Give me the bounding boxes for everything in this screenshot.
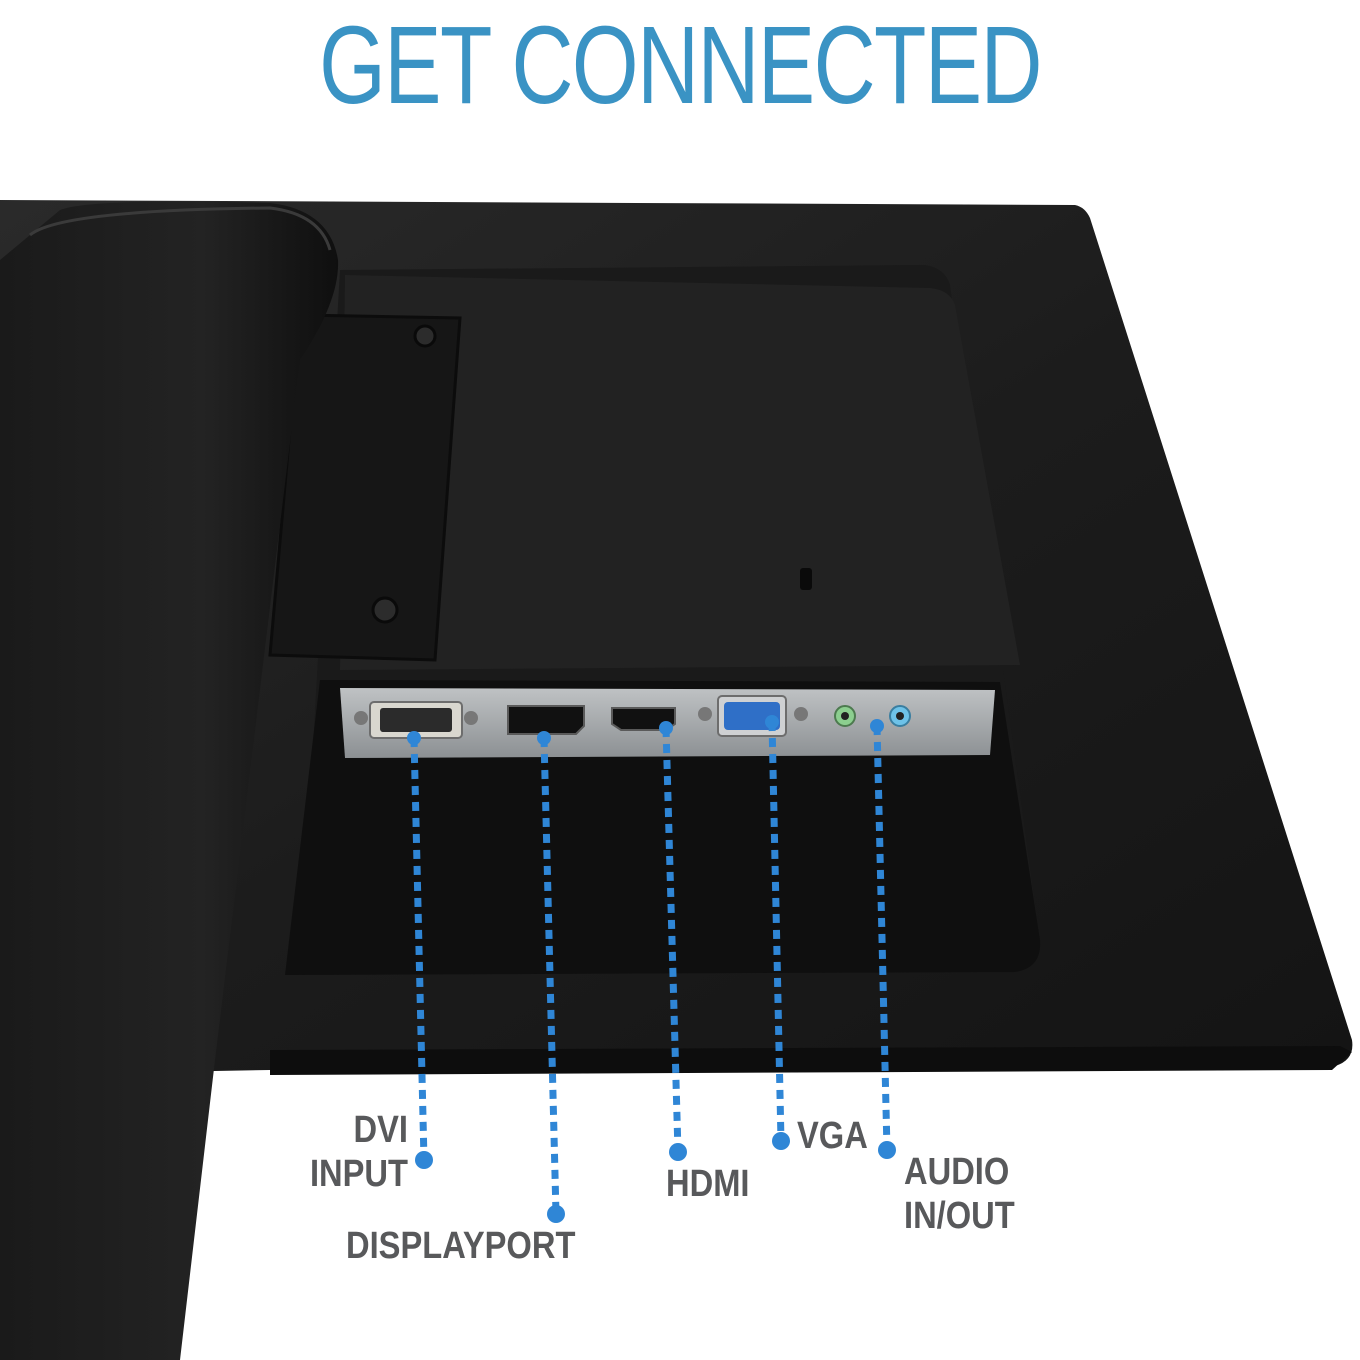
dvi-port — [354, 701, 478, 739]
dot-displayport-bottom — [547, 1205, 565, 1223]
audio-jacks — [834, 705, 911, 727]
label-hdmi: HDMI — [666, 1163, 750, 1205]
vesa-bracket — [268, 313, 462, 662]
label-dvi: DVI INPUT — [309, 1109, 408, 1195]
leader-vga — [768, 721, 785, 1142]
label-vga: VGA — [797, 1115, 868, 1157]
dot-hdmi-bottom — [669, 1143, 687, 1161]
dot-audio-bottom — [878, 1141, 896, 1159]
leader-dots — [407, 715, 896, 1223]
dot-audio-top — [870, 719, 884, 733]
leader-dvi — [410, 737, 428, 1161]
leader-lines — [410, 721, 891, 1215]
dot-dvi-bottom — [415, 1151, 433, 1169]
dot-vga-bottom — [772, 1132, 790, 1150]
dot-dvi-top — [407, 731, 421, 745]
page-title: GET CONNECTED — [319, 3, 1042, 127]
dot-vga-top — [765, 715, 779, 729]
dot-displayport-top — [537, 731, 551, 745]
leader-audio — [873, 725, 891, 1151]
displayport-port — [507, 705, 585, 735]
label-displayport: DISPLAYPORT — [346, 1225, 576, 1267]
screw-top — [413, 324, 437, 348]
label-audio: AUDIO IN/OUT — [904, 1151, 1015, 1237]
lock-slot — [800, 568, 812, 590]
screw-bottom — [371, 596, 399, 624]
monitor-stand — [0, 201, 339, 1360]
leader-hdmi — [662, 727, 682, 1153]
dot-hdmi-top — [659, 721, 673, 735]
